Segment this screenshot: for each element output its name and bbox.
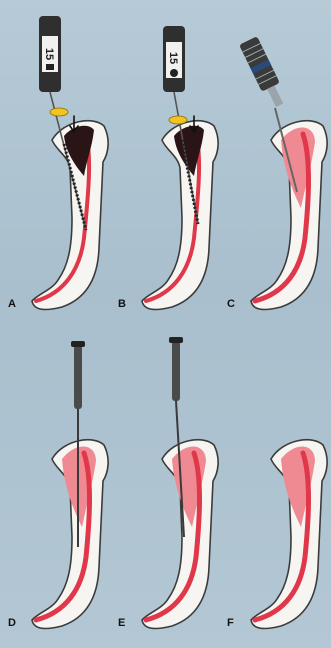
panel-a: 15 A <box>2 8 112 326</box>
spreader-handle <box>172 341 180 401</box>
panel-c-illustration <box>221 8 331 326</box>
spreader-handle <box>74 345 82 409</box>
panel-label: A <box>8 298 16 310</box>
panel-label: D <box>8 617 16 629</box>
rubber-stopper <box>50 108 68 116</box>
panel-c: C <box>221 8 331 326</box>
panel-e-illustration <box>112 327 222 645</box>
panel-label: C <box>227 298 235 310</box>
panel-label: F <box>227 617 234 629</box>
handle-square-symbol <box>46 64 54 70</box>
panel-d-illustration <box>2 327 112 645</box>
panel-label: E <box>118 617 125 629</box>
spreader-cap <box>169 337 183 343</box>
handle-number: 15 <box>43 48 55 60</box>
panel-f-illustration <box>221 327 331 645</box>
panel-e: E <box>112 327 222 645</box>
panel-f: F <box>221 327 331 645</box>
knurled-handle <box>239 36 289 109</box>
spreader-cap <box>71 341 85 347</box>
panel-b-illustration: 15 <box>112 8 222 326</box>
rubber-stopper <box>169 116 187 124</box>
panel-a-illustration: 15 <box>2 8 112 326</box>
handle-circle-symbol <box>170 69 178 77</box>
panel-b: 15 B <box>112 8 222 326</box>
panel-d: D <box>2 327 112 645</box>
handle-number: 15 <box>167 52 179 64</box>
panel-label: B <box>118 298 126 310</box>
